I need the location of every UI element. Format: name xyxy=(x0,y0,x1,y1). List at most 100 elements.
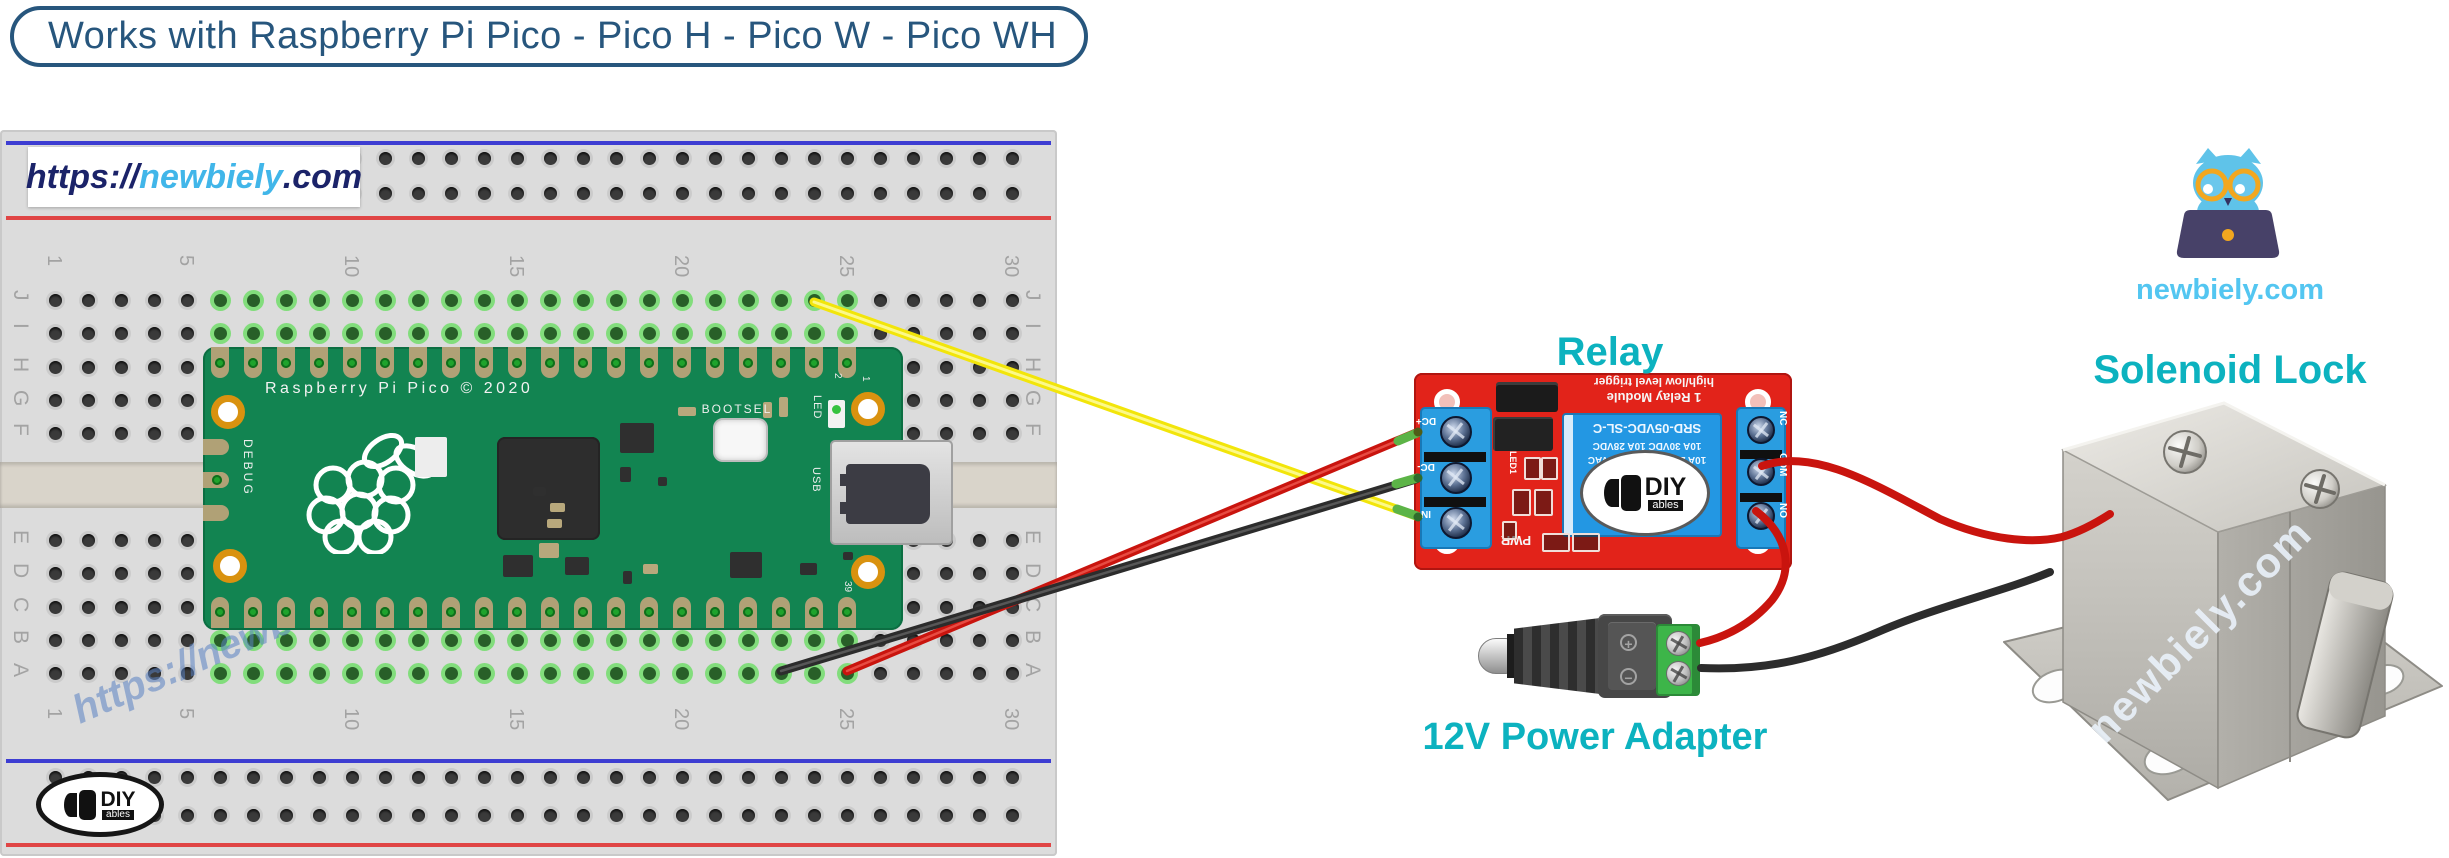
relay-terminal-label-left: DC+ xyxy=(1415,415,1437,426)
dc-barrel-jack-adapter: + − xyxy=(1476,610,1706,702)
pico-pin xyxy=(508,347,526,378)
pico-pin xyxy=(244,597,262,628)
power-rail-hole xyxy=(774,151,788,165)
relay-smd xyxy=(1512,489,1531,516)
power-rail-hole xyxy=(444,151,458,165)
breadboard-hole xyxy=(48,426,62,440)
breadboard-hole xyxy=(1005,600,1019,614)
breadboard-hole xyxy=(906,600,920,614)
breadboard-hole xyxy=(246,326,260,340)
breadboard-hole xyxy=(741,666,755,680)
breadboard-hole xyxy=(48,326,62,340)
power-rail-hole xyxy=(510,808,524,822)
breadboard-hole xyxy=(147,566,161,580)
row-letter: A xyxy=(1021,663,1044,678)
pico-debug-pin xyxy=(203,472,229,488)
pico-pin xyxy=(409,597,427,628)
power-rail-hole xyxy=(279,808,293,822)
breadboard-hole xyxy=(807,633,821,647)
pico-pin-dot xyxy=(809,607,819,617)
pico-pin xyxy=(541,347,559,378)
breadboard-hole xyxy=(147,633,161,647)
relay-caption: Relay xyxy=(1556,330,1664,374)
row-letter: G xyxy=(9,390,32,407)
compatibility-banner: Works with Raspberry Pi Pico - Pico H - … xyxy=(10,6,1088,67)
power-rail-hole xyxy=(1005,186,1019,200)
power-rail-hole xyxy=(411,186,425,200)
pico-pin-dot xyxy=(479,358,489,368)
breadboard-hole xyxy=(114,633,128,647)
relay-terminal-label-left: IN xyxy=(1421,508,1431,519)
power-rail-hole xyxy=(906,186,920,200)
pico-pin xyxy=(244,347,262,378)
power-rail-hole xyxy=(972,186,986,200)
pico-pin2-number: 2 xyxy=(832,373,843,379)
pico-pin-dot xyxy=(545,607,555,617)
power-rail-hole xyxy=(675,770,689,784)
terminal-slot xyxy=(1740,450,1782,459)
breadboard-hole xyxy=(81,600,95,614)
relay-smd xyxy=(1541,457,1558,480)
breadboard-hole xyxy=(81,326,95,340)
column-number: 1 xyxy=(43,255,65,267)
power-rail-hole xyxy=(543,770,557,784)
pico-smd xyxy=(730,552,762,578)
breadboard-hole xyxy=(180,393,194,407)
pico-pin-dot xyxy=(710,358,720,368)
breadboard-hole xyxy=(774,666,788,680)
breadboard-hole xyxy=(147,533,161,547)
breadboard-hole xyxy=(345,666,359,680)
breadboard-hole xyxy=(873,326,887,340)
breadboard-hole xyxy=(180,426,194,440)
pico-pin xyxy=(343,597,361,628)
pico-smd xyxy=(779,397,788,417)
pico-mount-hole xyxy=(851,555,885,589)
breadboard-hole xyxy=(609,666,623,680)
pico-pin-dot xyxy=(413,607,423,617)
breadboard-hole xyxy=(378,633,392,647)
pico-pin xyxy=(277,347,295,378)
power-rail-hole xyxy=(510,151,524,165)
pico-pin-dot xyxy=(776,607,786,617)
breadboard-hole xyxy=(246,293,260,307)
breadboard-hole xyxy=(675,326,689,340)
breadboard-hole xyxy=(510,326,524,340)
breadboard-hole xyxy=(510,293,524,307)
pico-pin-dot xyxy=(842,358,852,368)
breadboard-hole xyxy=(378,666,392,680)
breadboard-hole xyxy=(972,666,986,680)
pico-pin-dot xyxy=(212,475,222,485)
row-letter: H xyxy=(9,357,32,373)
power-rail-hole xyxy=(576,770,590,784)
breadboard-hole xyxy=(147,426,161,440)
power-rail-line-red-top xyxy=(6,216,1051,220)
power-rail-hole xyxy=(576,186,590,200)
power-rail-hole xyxy=(543,808,557,822)
breadboard-hole xyxy=(807,326,821,340)
pico-pin xyxy=(310,597,328,628)
breadboard-hole xyxy=(444,633,458,647)
relay-terminal-label-right: COM xyxy=(1777,453,1788,477)
pico-pin-dot xyxy=(248,607,258,617)
pico-smd xyxy=(678,407,696,416)
power-rail-hole xyxy=(246,808,260,822)
power-rail-hole xyxy=(840,808,854,822)
pico-pin xyxy=(310,347,328,378)
power-rail-line-blue-top xyxy=(6,141,1051,145)
pico-pin-dot xyxy=(446,358,456,368)
breadboard-hole xyxy=(543,666,557,680)
column-number: 5 xyxy=(175,708,197,720)
breadboard-hole xyxy=(378,326,392,340)
led-label: LED xyxy=(811,395,823,420)
column-number: 10 xyxy=(340,708,362,731)
column-number: 15 xyxy=(505,255,527,278)
breadboard-hole xyxy=(1005,326,1019,340)
power-rail-hole xyxy=(543,186,557,200)
breadboard-hole xyxy=(576,666,590,680)
power-rail-hole xyxy=(477,770,491,784)
pico-pin-dot xyxy=(314,607,324,617)
power-rail-hole xyxy=(345,770,359,784)
breadboard-hole xyxy=(972,393,986,407)
breadboard-hole xyxy=(411,633,425,647)
column-number: 30 xyxy=(1000,255,1022,278)
